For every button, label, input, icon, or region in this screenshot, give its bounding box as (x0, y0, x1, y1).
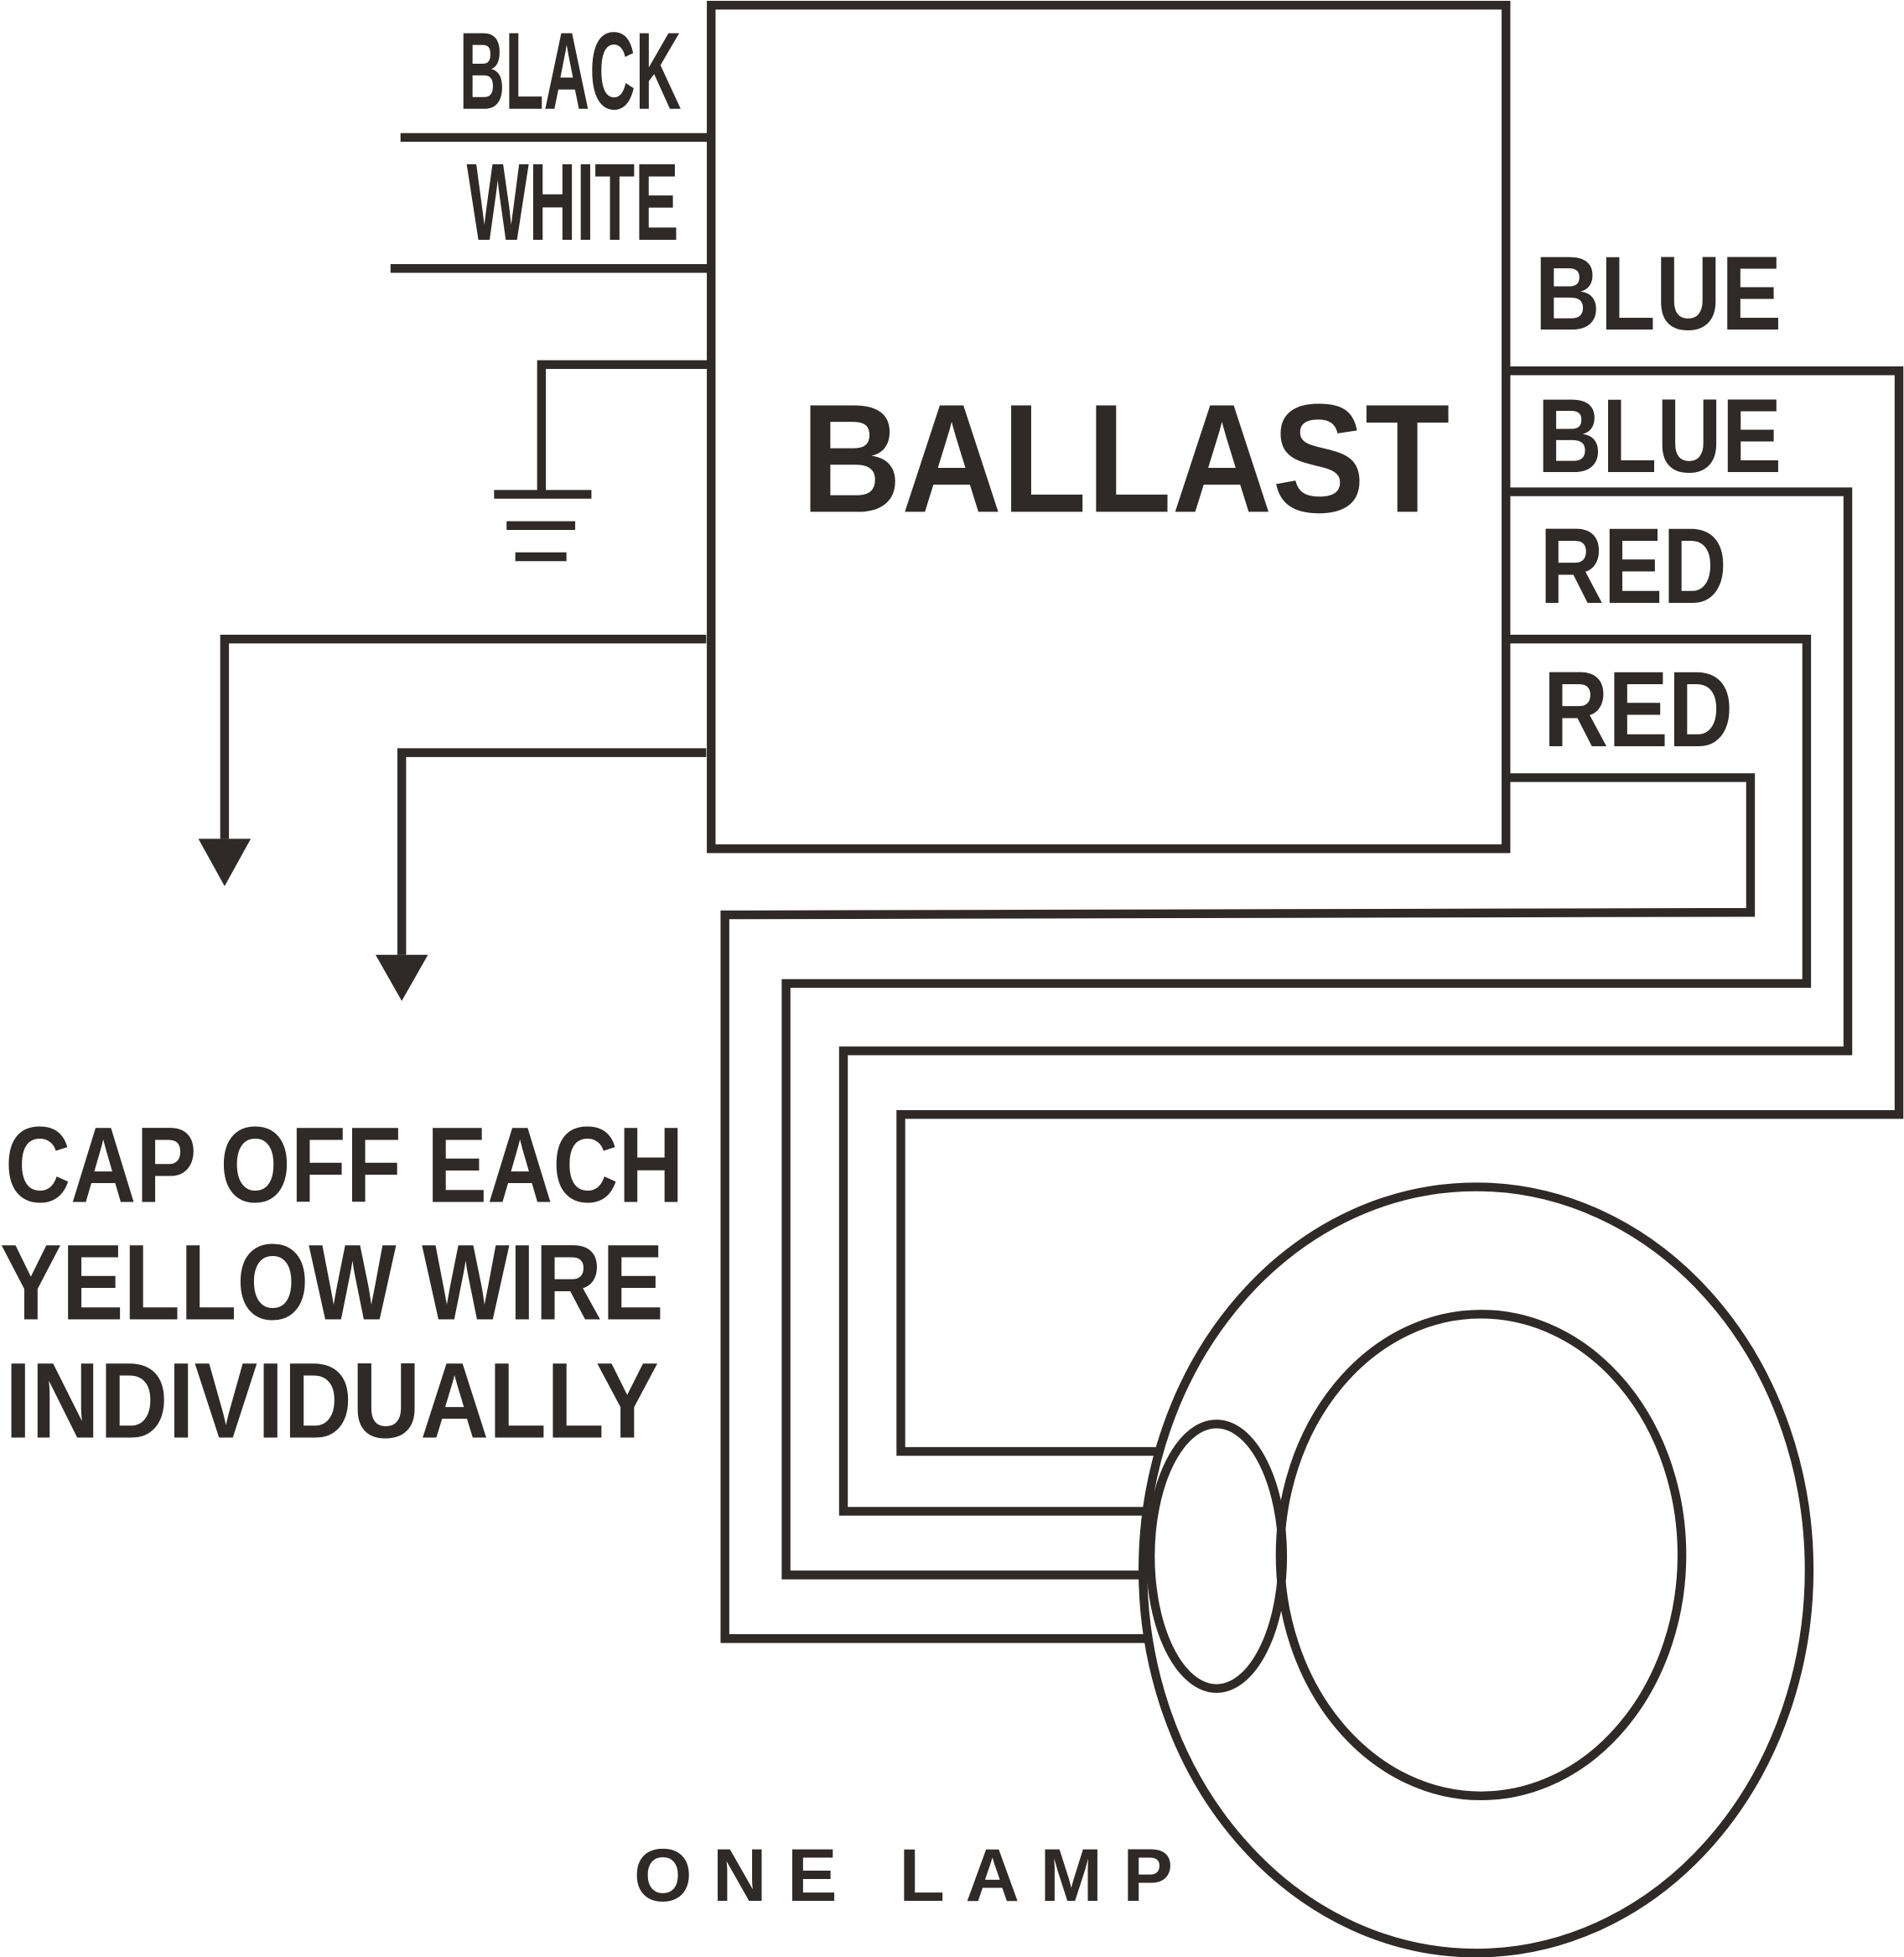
blue-wire-1 (896, 366, 1904, 1456)
red-wire-2 (720, 773, 1756, 1643)
svg-text:INDIVIDUALLY: INDIVIDUALLY (5, 1342, 659, 1461)
white-wire-label: WHITE (467, 140, 679, 263)
lamp-label: ONE LAMP (634, 1833, 1173, 1917)
cap-note: CAP OFF EACH YELLOW WIRE INDIVIDUALLY (0, 1105, 684, 1461)
lamp-connector (1145, 1420, 1288, 1693)
ballast-label: BALLAST (801, 372, 1450, 545)
circline-lamp (1139, 1182, 1813, 1957)
red-wire-label-1: RED (1539, 506, 1726, 626)
blue-wire-label-2: BLUE (1537, 378, 1782, 495)
svg-text:CAP OFF EACH: CAP OFF EACH (5, 1105, 684, 1225)
arrow-down-icon (198, 838, 252, 886)
arrow-down-icon (375, 954, 428, 1001)
ballast-box (707, 0, 1511, 854)
blue-wire-2 (838, 487, 1853, 1516)
yellow-wire-2 (375, 748, 707, 1001)
blue-wire-label-1: BLUE (1534, 236, 1782, 352)
yellow-wire-1 (198, 634, 707, 886)
svg-text:YELLOW WIRE: YELLOW WIRE (0, 1222, 664, 1342)
red-wire-1 (781, 634, 1812, 1580)
black-wire-label: BLACK (459, 9, 682, 132)
red-wire-label-2: RED (1543, 650, 1733, 770)
ground-icon (494, 360, 712, 562)
